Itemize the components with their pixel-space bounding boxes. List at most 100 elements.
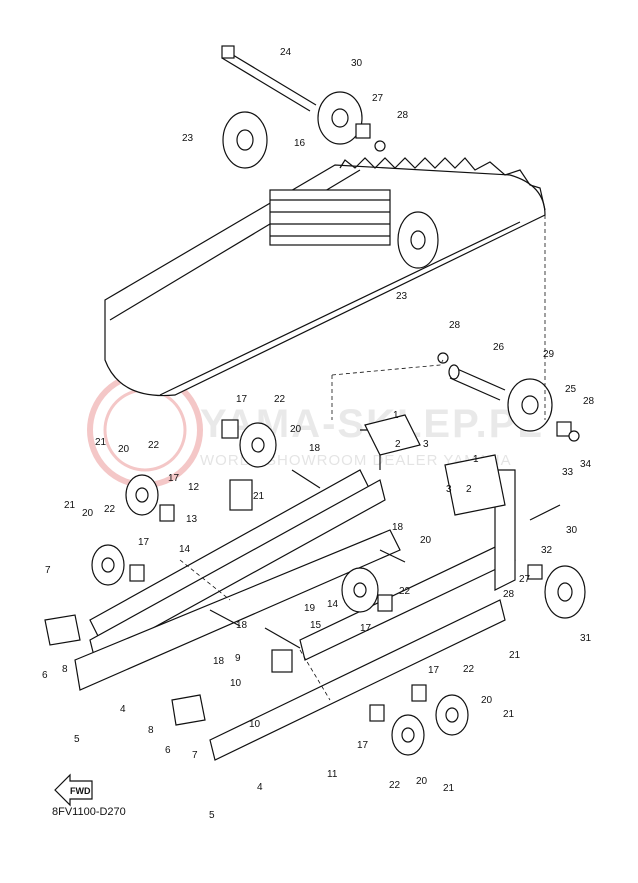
callout-16: 16: [294, 138, 306, 149]
callout-30b: 30: [566, 525, 578, 536]
callout-33: 33: [562, 467, 574, 478]
callout-21f: 21: [443, 783, 455, 794]
callout-34: 34: [580, 459, 592, 470]
callout-14: 14: [179, 544, 191, 555]
block-9: [271, 649, 293, 673]
diagram-code: 8FV1100-D270: [52, 806, 126, 818]
callout-24: 24: [280, 47, 292, 58]
callout-20: 20: [290, 424, 302, 435]
callout-15: 15: [310, 620, 322, 631]
wheel-30-rear: [544, 565, 586, 619]
callout-20f: 20: [416, 776, 428, 787]
bolt-18-d: [264, 627, 301, 649]
callout-10: 10: [230, 678, 242, 689]
callout-17c: 17: [138, 537, 150, 548]
washer-28-right: [568, 430, 580, 442]
callouts: 24 30 27 28 23 16 23 28 26 2 9 25 28 17 2…: [42, 47, 595, 821]
callout-28: 28: [397, 110, 409, 121]
block-12: [229, 479, 253, 511]
callout-6b: 6: [165, 745, 171, 756]
wheel-23-left: [222, 111, 268, 169]
callout-23: 23: [182, 133, 194, 144]
callout-28b: 28: [449, 320, 461, 331]
callout-22e: 22: [463, 664, 475, 675]
spacer-27-rear: [527, 564, 543, 580]
wheel-22-e: [435, 694, 469, 736]
callout-22: 22: [274, 394, 286, 405]
wheel-22-b: [125, 474, 159, 516]
bushing-17-c: [129, 564, 145, 582]
callout-20d: 20: [420, 535, 432, 546]
callout-26: 26: [493, 342, 505, 353]
spacer-25: [556, 421, 572, 437]
callout-18d: 18: [213, 656, 225, 667]
callout-22f: 22: [389, 780, 401, 791]
callout-18: 18: [309, 443, 321, 454]
bushing-17-e: [411, 684, 427, 702]
callout-20e: 20: [481, 695, 493, 706]
callout-32: 32: [541, 545, 553, 556]
axle-24: [221, 45, 317, 112]
slide-rail-lower-left: [74, 529, 401, 691]
callout-27: 27: [372, 93, 384, 104]
callout-22c: 22: [104, 504, 116, 515]
wheel-23-center: [397, 211, 439, 269]
callout-23b: 23: [396, 291, 408, 302]
wheel-22-f: [391, 714, 425, 756]
callout-21c: 21: [64, 500, 76, 511]
watermark-sub: WORLD SHOWROOM DEALER YAMAHA: [200, 452, 512, 469]
callout-3b: 3: [446, 484, 452, 495]
callout-28d: 28: [503, 589, 515, 600]
callout-7b: 7: [192, 750, 198, 761]
fwd-arrow-icon: [54, 773, 93, 807]
bushing-17-b: [159, 504, 175, 522]
wheel-29: [507, 378, 553, 432]
axle-26: [448, 364, 506, 401]
callout-28c: 28: [583, 396, 595, 407]
callout-25: 25: [565, 384, 577, 395]
callout-22d: 22: [399, 586, 411, 597]
callout-21e: 21: [503, 709, 515, 720]
bracket-1-left: [364, 414, 421, 456]
callout-21d: 21: [509, 650, 521, 661]
wheel-22-d: [341, 567, 379, 613]
wheel-22-a: [239, 422, 277, 468]
bolt-18-c: [209, 609, 241, 627]
callout-17b: 17: [168, 473, 180, 484]
callout-20c: 20: [82, 508, 94, 519]
callout-5: 5: [74, 734, 80, 745]
slide-rail-lower-right: [209, 599, 506, 761]
track-belt: [104, 157, 546, 397]
callout-20b: 20: [118, 444, 130, 455]
bolt-18-b: [379, 549, 406, 563]
callout-5b: 5: [209, 810, 215, 821]
callout-17e: 17: [428, 665, 440, 676]
wheel-30-top: [317, 91, 363, 145]
washer-28-top: [374, 140, 386, 152]
wheel-22-c: [91, 544, 125, 586]
callout-4: 4: [120, 704, 126, 715]
callout-21b: 21: [253, 491, 265, 502]
callout-8: 8: [62, 664, 68, 675]
callout-30: 30: [351, 58, 363, 69]
callout-3: 3: [423, 439, 429, 450]
callout-18b: 18: [392, 522, 404, 533]
callout-10b: 10: [249, 719, 261, 730]
bolt-32: [529, 504, 561, 521]
callout-18c: 18: [236, 620, 248, 631]
callout-11: 11: [327, 769, 338, 780]
callout-12: 12: [188, 482, 200, 493]
callout-7: 7: [45, 565, 51, 576]
callout-27b: 27: [519, 574, 531, 585]
callout-4b: 4: [257, 782, 263, 793]
callout-31: 31: [580, 633, 592, 644]
guide-lines: [179, 215, 546, 701]
callout-6: 6: [42, 670, 48, 681]
callout-2: 2: [395, 439, 401, 450]
callout-19: 19: [304, 603, 316, 614]
callout-14b: 14: [327, 599, 339, 610]
bolt-18-a: [291, 469, 321, 489]
callout-9: 9: [235, 653, 241, 664]
callout-22b: 22: [148, 440, 160, 451]
